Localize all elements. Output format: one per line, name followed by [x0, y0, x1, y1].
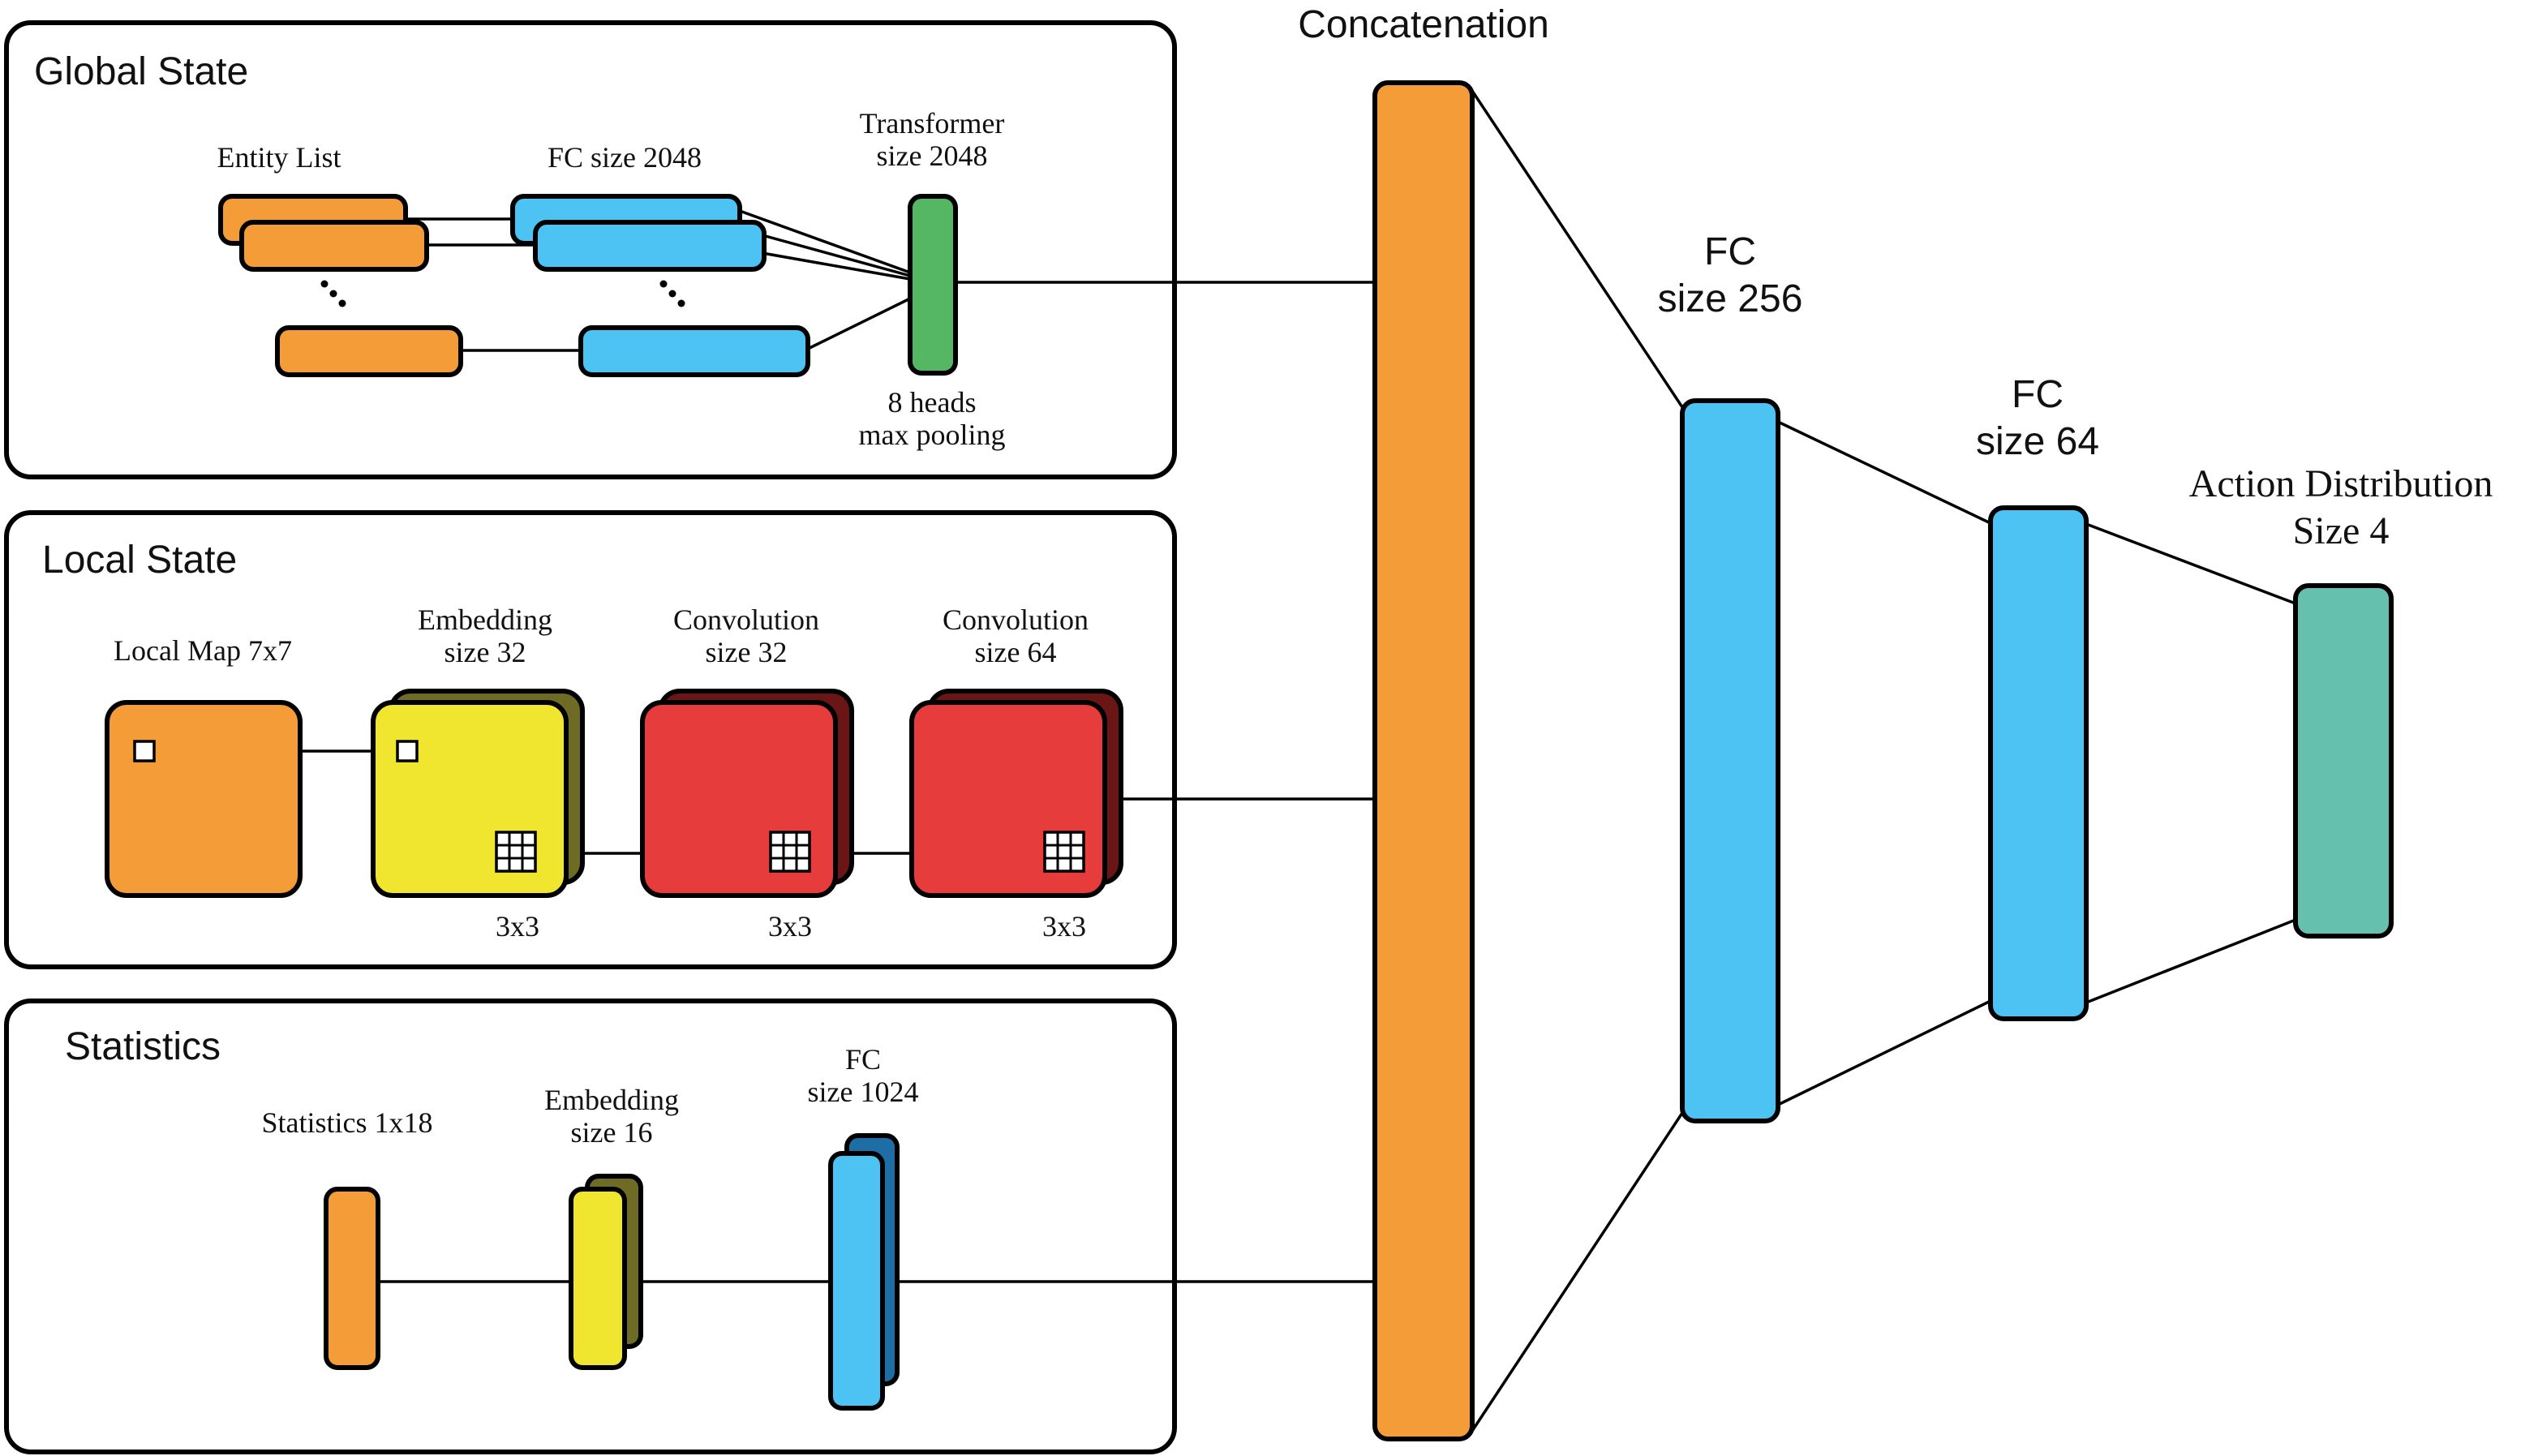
statistics-box [324, 1187, 380, 1370]
kernel-size-label-2: 3x3 [768, 910, 812, 943]
embedding32-label-line2: size 32 [445, 636, 526, 668]
fc-2048-label: FC size 2048 [548, 141, 702, 174]
fc64-label-line1: FC [2012, 373, 2064, 416]
fc1024-label-line1: FC [845, 1043, 881, 1076]
fc1024-front [828, 1151, 885, 1411]
wire-fc2-transformer [762, 234, 911, 277]
wire-fc2b-transformer [762, 251, 911, 281]
entity-ellipsis-dots [320, 280, 346, 307]
transformer-box [908, 194, 958, 376]
kernel-size-label-1: 3x3 [496, 910, 539, 943]
transformer-label-line1: Transformer [860, 107, 1005, 140]
embedding16-label-line2: size 16 [571, 1116, 653, 1149]
conv64-label-line1: Convolution [943, 603, 1089, 636]
kernel-grid-embedding [495, 831, 537, 873]
embedding16-front [569, 1187, 627, 1370]
global-state-title: Global State [34, 50, 248, 93]
conv32-label-line2: size 32 [706, 636, 788, 668]
wire-concat-fc256-top [1471, 90, 1684, 408]
local-map-cell-marker [133, 740, 156, 762]
embedding32-label-line1: Embedding [418, 603, 552, 636]
fc64-label-line2: size 64 [1976, 420, 2099, 463]
transformer-label-line2: size 2048 [877, 140, 988, 172]
fc-box-2 [533, 220, 767, 272]
kernel-grid-conv64 [1043, 831, 1085, 873]
action-distribution-label-line1: Action Distribution [2189, 462, 2493, 505]
concatenation-bar [1372, 80, 1475, 1441]
local-map-label: Local Map 7x7 [114, 634, 292, 667]
action-distribution-label-line2: Size 4 [2293, 509, 2390, 552]
local-state-title: Local State [42, 539, 237, 582]
statistics-1x18-label: Statistics 1x18 [261, 1106, 432, 1139]
statistics-title: Statistics [65, 1025, 221, 1068]
heads-label-line2: max pooling [859, 419, 1006, 451]
heads-label-line1: 8 heads [888, 386, 977, 419]
statistics-panel [4, 999, 1177, 1454]
conv32-label-line1: Convolution [673, 603, 819, 636]
entity-box-3 [275, 325, 463, 377]
wire-fc3-transformer [807, 297, 911, 350]
wire-concat-fc256-bottom [1471, 1112, 1684, 1432]
fc256-label-line1: FC [1704, 230, 1756, 273]
fc1024-label-line2: size 1024 [808, 1076, 919, 1108]
embedding-cell-marker [396, 740, 419, 762]
local-state-panel [4, 510, 1177, 969]
embedding16-label-line1: Embedding [544, 1084, 679, 1116]
embedding32-front [371, 700, 569, 898]
wire-fc256-fc64-top [1777, 420, 1991, 525]
entity-list-label: Entity List [217, 141, 341, 174]
wire-fc256-fc64-bottom [1777, 999, 1991, 1106]
fc-ellipsis-dots [659, 280, 685, 307]
fc-box-3 [578, 325, 810, 377]
entity-box-2 [239, 220, 429, 272]
wire-fc64-action-bottom [2085, 918, 2296, 1004]
local-map-box [105, 700, 303, 898]
fc256-label-line2: size 256 [1658, 277, 1803, 320]
conv64-label-line2: size 64 [975, 636, 1057, 668]
global-state-panel [4, 20, 1177, 479]
action-distribution-bar [2293, 583, 2394, 938]
concatenation-label: Concatenation [1298, 3, 1549, 46]
wire-fc64-action-top [2085, 522, 2296, 605]
kernel-size-label-3: 3x3 [1042, 910, 1086, 943]
wire-fc1-transformer [739, 209, 911, 274]
fc256-bar [1680, 398, 1780, 1123]
kernel-grid-conv32 [769, 831, 811, 873]
fc64-bar [1988, 505, 2089, 1021]
